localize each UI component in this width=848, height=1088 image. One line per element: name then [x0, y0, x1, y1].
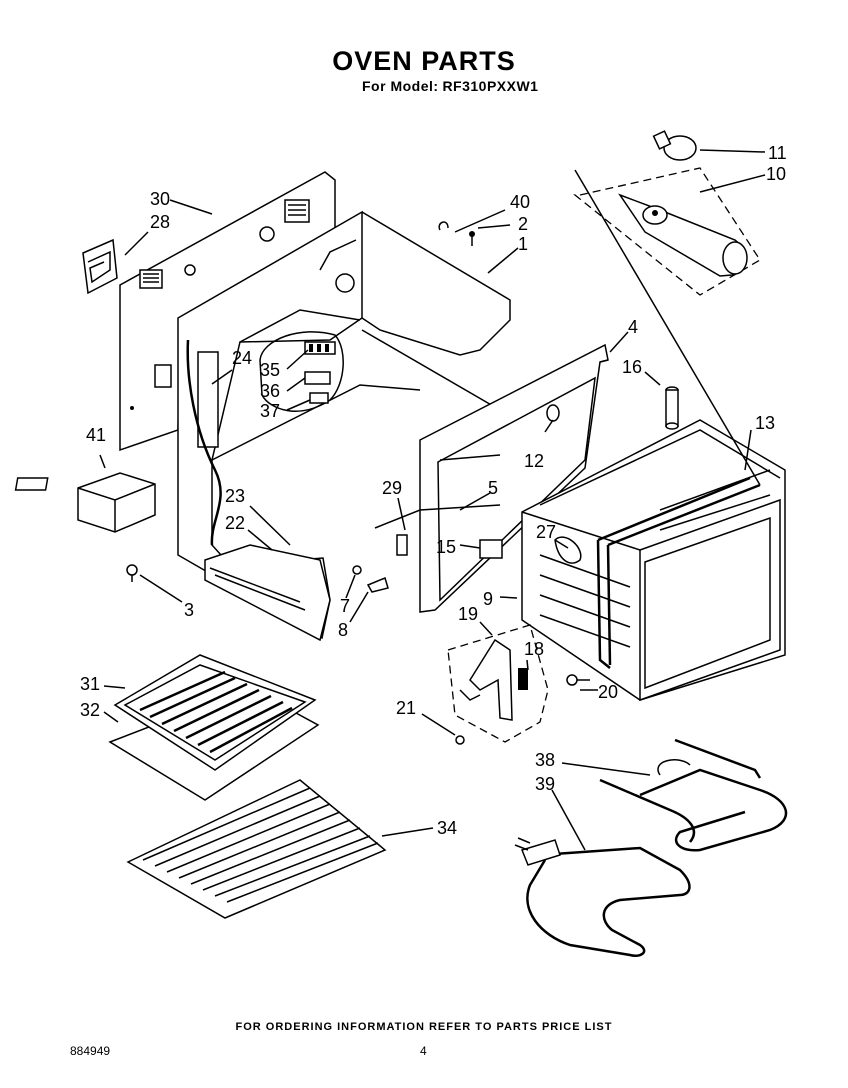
page-number: 4 — [420, 1044, 427, 1058]
callout-18: 18 — [524, 639, 544, 659]
callout-20: 20 — [598, 682, 618, 702]
callout-29: 29 — [382, 478, 402, 498]
bake-element — [514, 837, 691, 957]
callout-30: 30 — [150, 189, 170, 209]
callout-27: 27 — [536, 522, 556, 542]
light-socket-group — [573, 167, 761, 296]
callout-12: 12 — [524, 451, 544, 471]
ordering-note: FOR ORDERING INFORMATION REFER TO PARTS … — [235, 1021, 613, 1033]
callout-36: 36 — [260, 381, 280, 401]
callout-7: 7 — [340, 596, 350, 616]
callout-38: 38 — [535, 750, 555, 770]
fasteners — [126, 221, 590, 745]
callout-9: 9 — [483, 589, 493, 609]
callout-39: 39 — [535, 774, 555, 794]
back-panel — [119, 171, 336, 452]
callout-16: 16 — [622, 357, 642, 377]
callout-leaders — [99, 149, 766, 851]
document-number: 884949 — [70, 1044, 111, 1058]
oven-rack — [126, 779, 387, 919]
callout-15: 15 — [436, 537, 456, 557]
callout-13: 13 — [755, 413, 775, 433]
model-line: For Model: RF310PXXW1 — [362, 78, 538, 94]
broiler-pan — [108, 654, 320, 801]
oven-liner — [521, 419, 786, 702]
callout-2: 2 — [518, 214, 528, 234]
callout-40: 40 — [510, 192, 530, 212]
broil-element — [599, 738, 788, 852]
model-prefix: For Model: — [362, 78, 439, 94]
callout-35: 35 — [260, 360, 280, 380]
door-latch-assembly — [447, 624, 549, 743]
wiring-card — [82, 238, 118, 295]
light-bulb — [652, 130, 697, 161]
callout-32: 32 — [80, 700, 100, 720]
callout-21: 21 — [396, 698, 416, 718]
callout-28: 28 — [150, 212, 170, 232]
callout-5: 5 — [488, 478, 498, 498]
callout-11: 11 — [768, 143, 787, 163]
callout-22: 22 — [225, 513, 245, 533]
callout-10: 10 — [766, 164, 786, 184]
callout-8: 8 — [338, 620, 348, 640]
front-frame — [374, 343, 609, 613]
callout-34: 34 — [437, 818, 457, 838]
callout-24: 24 — [232, 348, 252, 368]
callout-23: 23 — [225, 486, 245, 506]
callout-31: 31 — [80, 674, 100, 694]
oven-chassis — [177, 210, 511, 642]
callout-37: 37 — [260, 401, 280, 421]
junction-box — [14, 472, 156, 533]
callout-19: 19 — [458, 604, 478, 624]
callout-1: 1 — [518, 234, 528, 254]
callout-4: 4 — [628, 317, 638, 337]
model-number: RF310PXXW1 — [442, 78, 539, 94]
callout-3: 3 — [184, 600, 194, 620]
page-title: OVEN PARTS — [332, 46, 516, 76]
lamp-lens — [665, 386, 679, 430]
callout-labels: 11 10 40 2 1 30 28 4 16 24 35 36 37 13 4… — [80, 143, 787, 838]
callout-41: 41 — [86, 425, 106, 445]
